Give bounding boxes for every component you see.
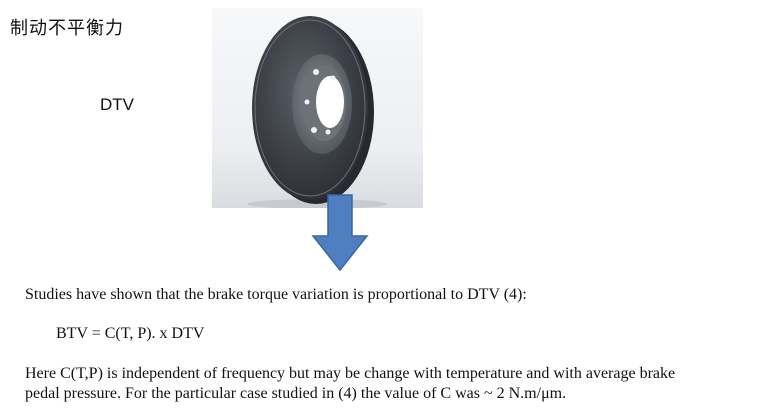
down-arrow xyxy=(311,194,369,272)
brake-disc-image xyxy=(212,8,423,209)
brake-disc-icon xyxy=(212,8,423,209)
explanation-text: Here C(T,P) is independent of frequency … xyxy=(25,364,675,404)
explanation-line-2: pedal pressure. For the particular case … xyxy=(25,385,567,402)
slide-title: 制动不平衡力 xyxy=(10,18,124,39)
dtv-label: DTV xyxy=(100,95,134,114)
explanation-line-1: Here C(T,P) is independent of frequency … xyxy=(25,365,676,382)
intro-text: Studies have shown that the brake torque… xyxy=(25,286,527,303)
down-arrow-icon xyxy=(311,194,369,272)
formula-text: BTV = C(T, P). x DTV xyxy=(56,325,205,342)
